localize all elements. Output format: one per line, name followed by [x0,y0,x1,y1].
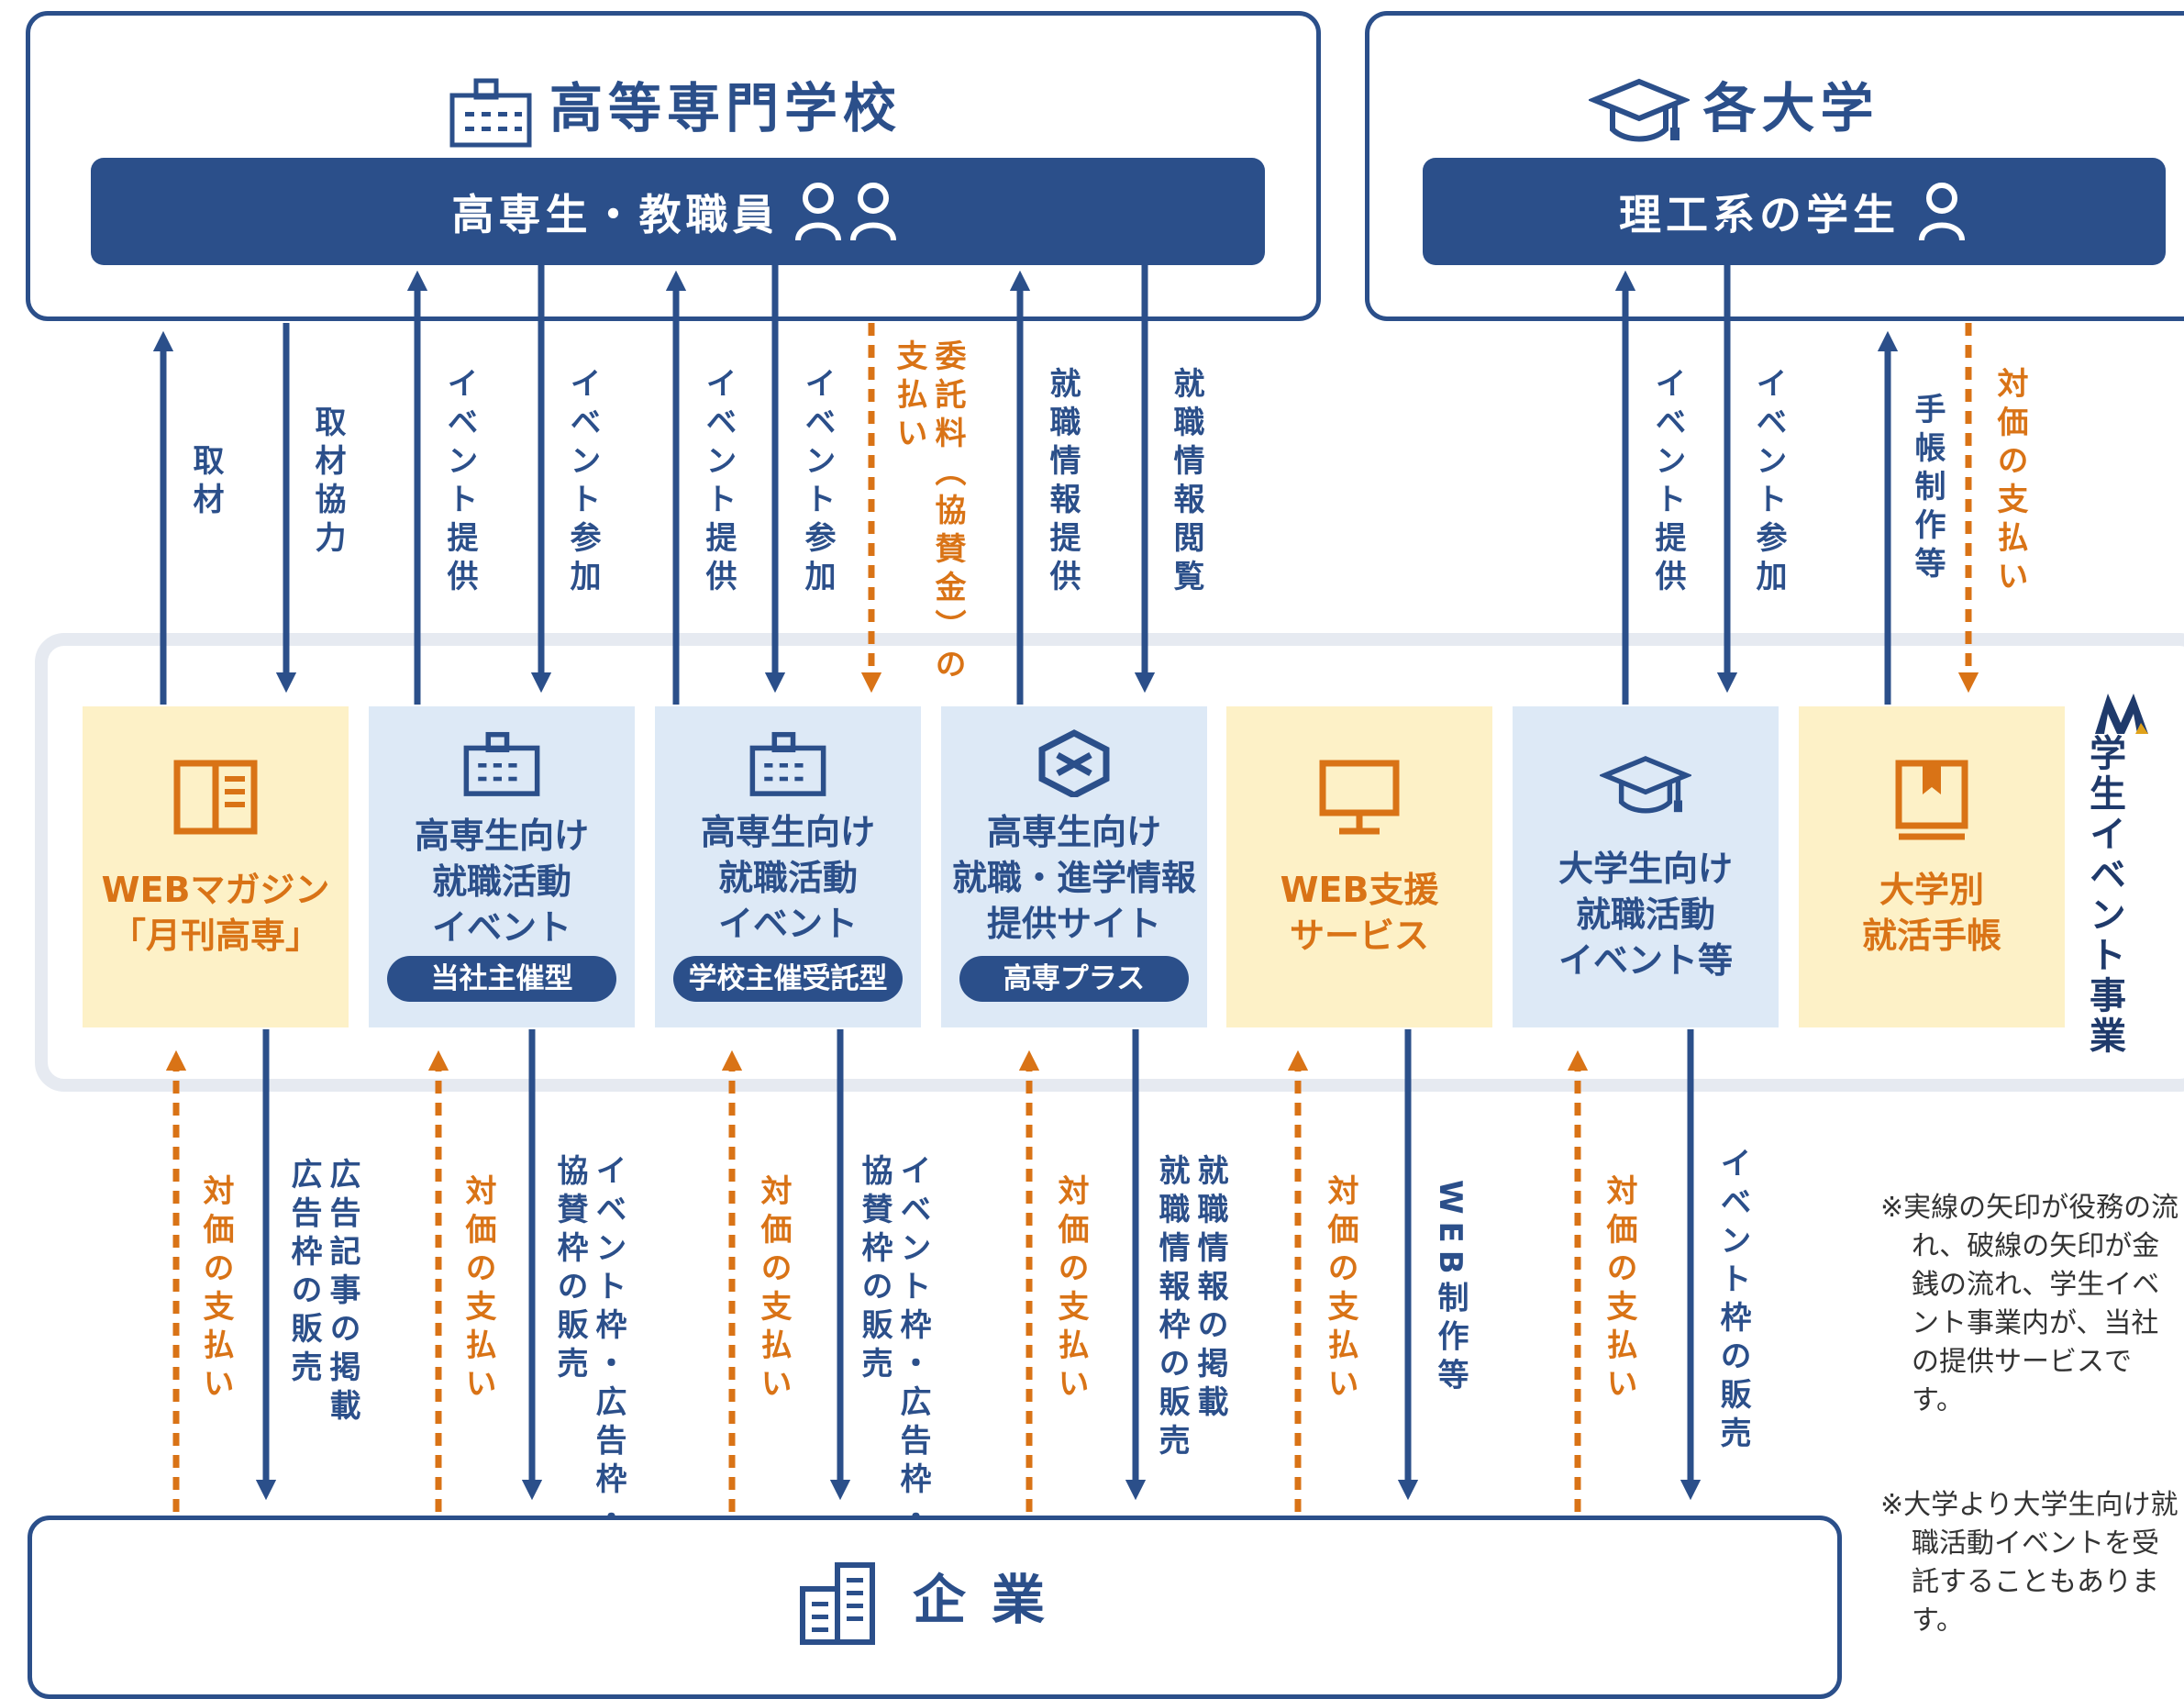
person-pair-icon [794,182,896,241]
monitor-icon [1319,760,1400,835]
label-event-join-2: イベント参加 [799,367,836,598]
card-web-magazine: WEBマガジン 「月刊高専」 [83,706,349,1027]
label-event-provide-2: イベント提供 [700,367,737,598]
label-univ-event-provide: イベント提供 [1649,367,1686,598]
card-kosen-plus-site-badge: 高専プラス [959,956,1189,1002]
note-arrow-legend: ※実線の矢印が役務の流れ、破線の矢印が金銭の流れ、学生イベント事業内が、当社の提… [1880,1192,2179,1416]
office-building-icon [799,1561,875,1645]
note-university-commission: ※大学より大学生向け就職活動イベントを受託することもあります。 [1880,1489,2178,1637]
school-box: 高等専門学校 高専生・教職員 [26,11,1321,321]
card-kosen-event-school-badge: 学校主催受託型 [673,956,903,1002]
graduation-cap-icon [1600,756,1691,814]
company-box: 企業 [28,1516,1842,1699]
university-students-bar: 理工系の学生 [1423,158,2166,265]
school-title: 高等専門学校 [549,77,902,139]
card-web-magazine-text: WEBマガジン 「月刊高専」 [101,870,330,956]
school-building-icon [463,731,540,796]
label-payment-3: 対価の支払い [755,1174,792,1405]
card-icon-wrap [1226,760,1492,851]
card-kosen-event-own-badge: 当社主催型 [387,956,616,1002]
university-students-label: 理工系の学生 [1619,189,1900,239]
label-payment-5: 対価の支払い [1322,1174,1358,1405]
card-icon-wrap [1513,752,1779,844]
label-interview-cooperation: 取材協力 [309,405,346,560]
card-kosen-event-school-text: 高専生向け 就職活動 イベント [700,812,875,944]
label-event-slot-sales: イベント枠の販売 [1714,1147,1751,1455]
school-title-row: 高等専門学校 [30,65,1316,149]
label-web-production: WEB制作等 [1432,1180,1469,1397]
school-building-icon [749,731,826,796]
label-commission-fee: 委託料（協賛金）の 支払い [891,339,966,686]
company-logo-icon [2095,694,2148,734]
label-univ-payment: 対価の支払い [1991,367,2028,598]
card-kosen-plus-site-text: 高専生向け 就職・進学情報 提供サイト [951,812,1196,944]
label-ad-sales-1: 広告記事の掲載 広告枠の販売 [285,1158,360,1427]
book-open-icon [173,760,258,835]
card-kosen-event-own: 高専生向け 就職活動 イベント 当社主催型 [369,706,635,1027]
person-icon [1919,182,1965,241]
graduation-cap-icon [1587,78,1692,142]
card-web-support: WEB支援 サービス [1226,706,1492,1027]
label-univ-event-join: イベント参加 [1750,367,1787,598]
label-event-join-1: イベント参加 [564,367,601,598]
university-box: 各大学 理工系の学生 [1365,11,2184,321]
label-payment-6: 対価の支払い [1601,1174,1637,1405]
student-event-business-frame [35,633,2184,1092]
card-icon-wrap [655,729,921,821]
label-payment-4: 対価の支払い [1052,1174,1089,1405]
label-job-ad-sales: 就職情報の掲載 就職情報枠の販売 [1153,1154,1228,1462]
card-kosen-event-own-text: 高専生向け 就職活動 イベント [414,816,589,948]
card-univ-notebook-text: 大学別 就活手帳 [1861,870,2001,956]
flow-arrows [152,222,1979,1512]
company-title: 企業 [912,1569,1070,1631]
label-payment-2: 対価の支払い [460,1174,496,1405]
card-kosen-event-school: 高専生向け 就職活動 イベント 学校主催受託型 [655,706,921,1027]
company-title-row: 企業 [32,1557,1837,1646]
card-univ-event: 大学生向け 就職活動 イベント等 [1513,706,1779,1027]
card-icon-wrap [941,729,1207,821]
cube-logo-icon [1038,729,1110,797]
card-univ-event-text: 大学生向け 就職活動 イベント等 [1558,849,1733,981]
student-event-business-label: 学生イベント事業 [2083,734,2125,1057]
card-web-support-text: WEB支援 サービス [1280,870,1439,956]
label-ad-sales-2: イベント枠・広告枠・ 協賛枠の販売 [551,1154,626,1539]
label-interview: 取材 [187,444,224,521]
label-notebook-production: 手帳制作等 [1909,393,1946,585]
label-ad-sales-3: イベント枠・広告枠・ 協賛枠の販売 [856,1154,931,1539]
university-title-row: 各大学 [1369,65,2099,148]
university-title: 各大学 [1702,77,1879,139]
card-icon-wrap [369,729,635,821]
label-job-info-provide: 就職情報提供 [1044,367,1081,598]
card-icon-wrap [1799,760,2065,851]
card-kosen-plus-site: 高専生向け 就職・進学情報 提供サイト 高専プラス [941,706,1207,1027]
label-payment-1: 対価の支払い [197,1174,234,1405]
label-event-provide-1: イベント提供 [441,367,478,598]
school-members-label: 高専生・教職員 [451,189,780,239]
card-univ-notebook: 大学別 就活手帳 [1799,706,2065,1027]
school-members-bar: 高専生・教職員 [91,158,1265,265]
card-icon-wrap [83,760,349,851]
label-job-info-view: 就職情報閲覧 [1168,367,1204,598]
school-building-icon [449,78,532,148]
notebook-icon [1895,760,1968,840]
